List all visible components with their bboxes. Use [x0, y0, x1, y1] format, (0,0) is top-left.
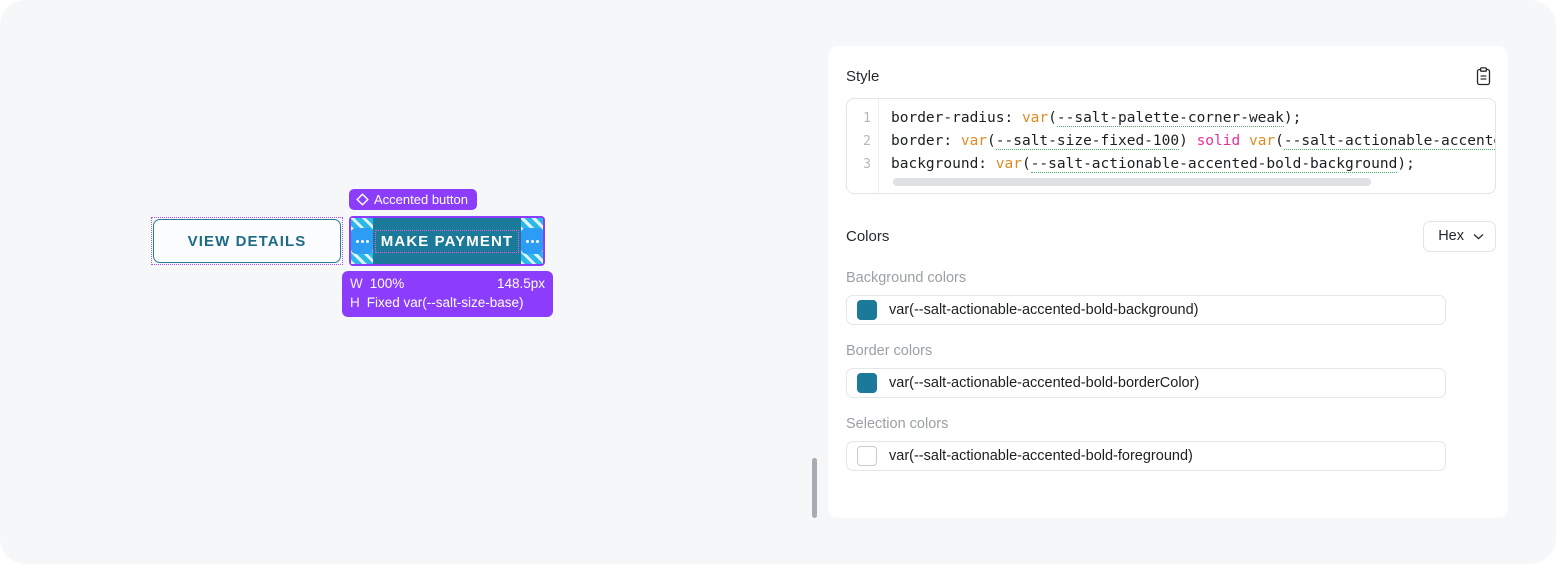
clipboard-icon: [1476, 66, 1490, 85]
border-colors-label: Border colors: [846, 343, 933, 359]
line-number: 3: [863, 157, 871, 172]
border-color-value: var(--salt-actionable-accented-bold-bord…: [889, 375, 1200, 391]
css-variable: --salt-size-fixed-100: [995, 133, 1180, 150]
properties-panel: Style 1 2 3 border-: [828, 46, 1508, 518]
css-function: var: [960, 133, 988, 149]
dimension-row-width: W 100% 148.5px: [350, 274, 545, 293]
width-computed: 148.5px: [496, 276, 545, 291]
height-value: Fixed var(--salt-size-base): [366, 295, 524, 310]
diamond-icon: [356, 193, 369, 206]
copy-style-button[interactable]: [1470, 63, 1496, 89]
style-code-editor[interactable]: 1 2 3 border-radius: var(--salt-palette-…: [846, 98, 1496, 194]
selection-color-swatch[interactable]: [857, 446, 877, 466]
handle-dot: [355, 239, 359, 243]
dimension-tooltip: W 100% 148.5px H Fixed var(--salt-size-b…: [342, 271, 553, 317]
make-payment-button-wrapper[interactable]: MAKE PAYMENT: [349, 216, 545, 266]
css-paren: (: [1275, 133, 1284, 149]
component-name-badge-label: Accented button: [374, 192, 468, 207]
css-property: background:: [891, 156, 996, 172]
background-colors-label: Background colors: [846, 270, 967, 286]
border-color-field[interactable]: var(--salt-actionable-accented-bold-bord…: [846, 368, 1446, 398]
make-payment-button-label: MAKE PAYMENT: [374, 229, 520, 253]
css-paren: (: [987, 133, 996, 149]
make-payment-button[interactable]: MAKE PAYMENT: [373, 218, 521, 264]
style-section-header: Style: [846, 62, 1496, 90]
color-format-select[interactable]: Hex: [1423, 220, 1496, 252]
colors-section-title: Colors: [846, 227, 890, 245]
background-color-field[interactable]: var(--salt-actionable-accented-bold-back…: [846, 295, 1446, 325]
colors-section-header: Colors Hex: [846, 220, 1496, 252]
code-line-1: border-radius: var(--salt-palette-corner…: [891, 107, 1495, 130]
css-paren: );: [1397, 156, 1415, 172]
handle-dot: [535, 239, 539, 243]
border-color-swatch[interactable]: [857, 373, 877, 393]
css-variable: --salt-palette-corner-weak: [1056, 110, 1284, 127]
css-variable: --salt-actionable-accented-bold-backgrou…: [1030, 156, 1398, 173]
view-details-button-wrapper[interactable]: VIEW DETAILS: [151, 217, 343, 265]
css-function: var: [1021, 110, 1049, 126]
line-number-gutter: 1 2 3: [847, 99, 879, 193]
width-value: 100%: [369, 276, 405, 291]
selection-outline-secondary: [151, 217, 343, 265]
editor-horizontal-scrollbar[interactable]: [893, 178, 1371, 186]
css-space: [1240, 133, 1249, 149]
width-key: W: [350, 276, 363, 291]
style-section-title: Style: [846, 67, 880, 85]
handle-dot: [365, 239, 369, 243]
background-color-value: var(--salt-actionable-accented-bold-back…: [889, 302, 1199, 318]
css-paren: (: [1021, 156, 1031, 172]
chevron-down-icon: [1473, 233, 1484, 239]
component-name-badge[interactable]: Accented button: [349, 189, 477, 210]
panel-scrollbar-thumb[interactable]: [812, 458, 817, 518]
dimension-row-height: H Fixed var(--salt-size-base): [350, 293, 545, 312]
css-function: var: [995, 156, 1022, 172]
background-color-swatch[interactable]: [857, 300, 877, 320]
handle-dot: [525, 239, 529, 243]
handle-dot: [360, 239, 364, 243]
code-line-2: border: var(--salt-size-fixed-100) solid…: [891, 130, 1495, 153]
css-paren: (: [1048, 110, 1057, 126]
color-format-value: Hex: [1438, 228, 1464, 244]
css-property: border-radius:: [891, 110, 1022, 126]
height-key: H: [350, 295, 360, 310]
design-canvas[interactable]: VIEW DETAILS Accented button MAKE PAYMEN…: [0, 0, 800, 564]
line-number: 1: [863, 111, 871, 126]
css-paren: );: [1283, 110, 1302, 126]
code-content[interactable]: border-radius: var(--salt-palette-corner…: [879, 99, 1495, 193]
selection-colors-label: Selection colors: [846, 416, 949, 432]
handle-dot: [530, 239, 534, 243]
view-details-button[interactable]: VIEW DETAILS: [153, 219, 341, 263]
css-keyword: solid: [1196, 133, 1241, 149]
padding-handle-left[interactable]: [351, 228, 373, 254]
css-paren: ): [1179, 133, 1197, 149]
padding-handle-right[interactable]: [521, 228, 543, 254]
line-number: 2: [863, 134, 871, 149]
selection-color-field[interactable]: var(--salt-actionable-accented-bold-fore…: [846, 441, 1446, 471]
css-function: var: [1248, 133, 1276, 149]
properties-panel-content: Style 1 2 3 border-: [846, 62, 1496, 471]
selection-color-value: var(--salt-actionable-accented-bold-fore…: [889, 448, 1193, 464]
css-variable: --salt-actionable-accented: [1283, 133, 1495, 150]
code-line-3: background: var(--salt-actionable-accent…: [891, 153, 1495, 176]
css-property: border:: [891, 133, 961, 149]
